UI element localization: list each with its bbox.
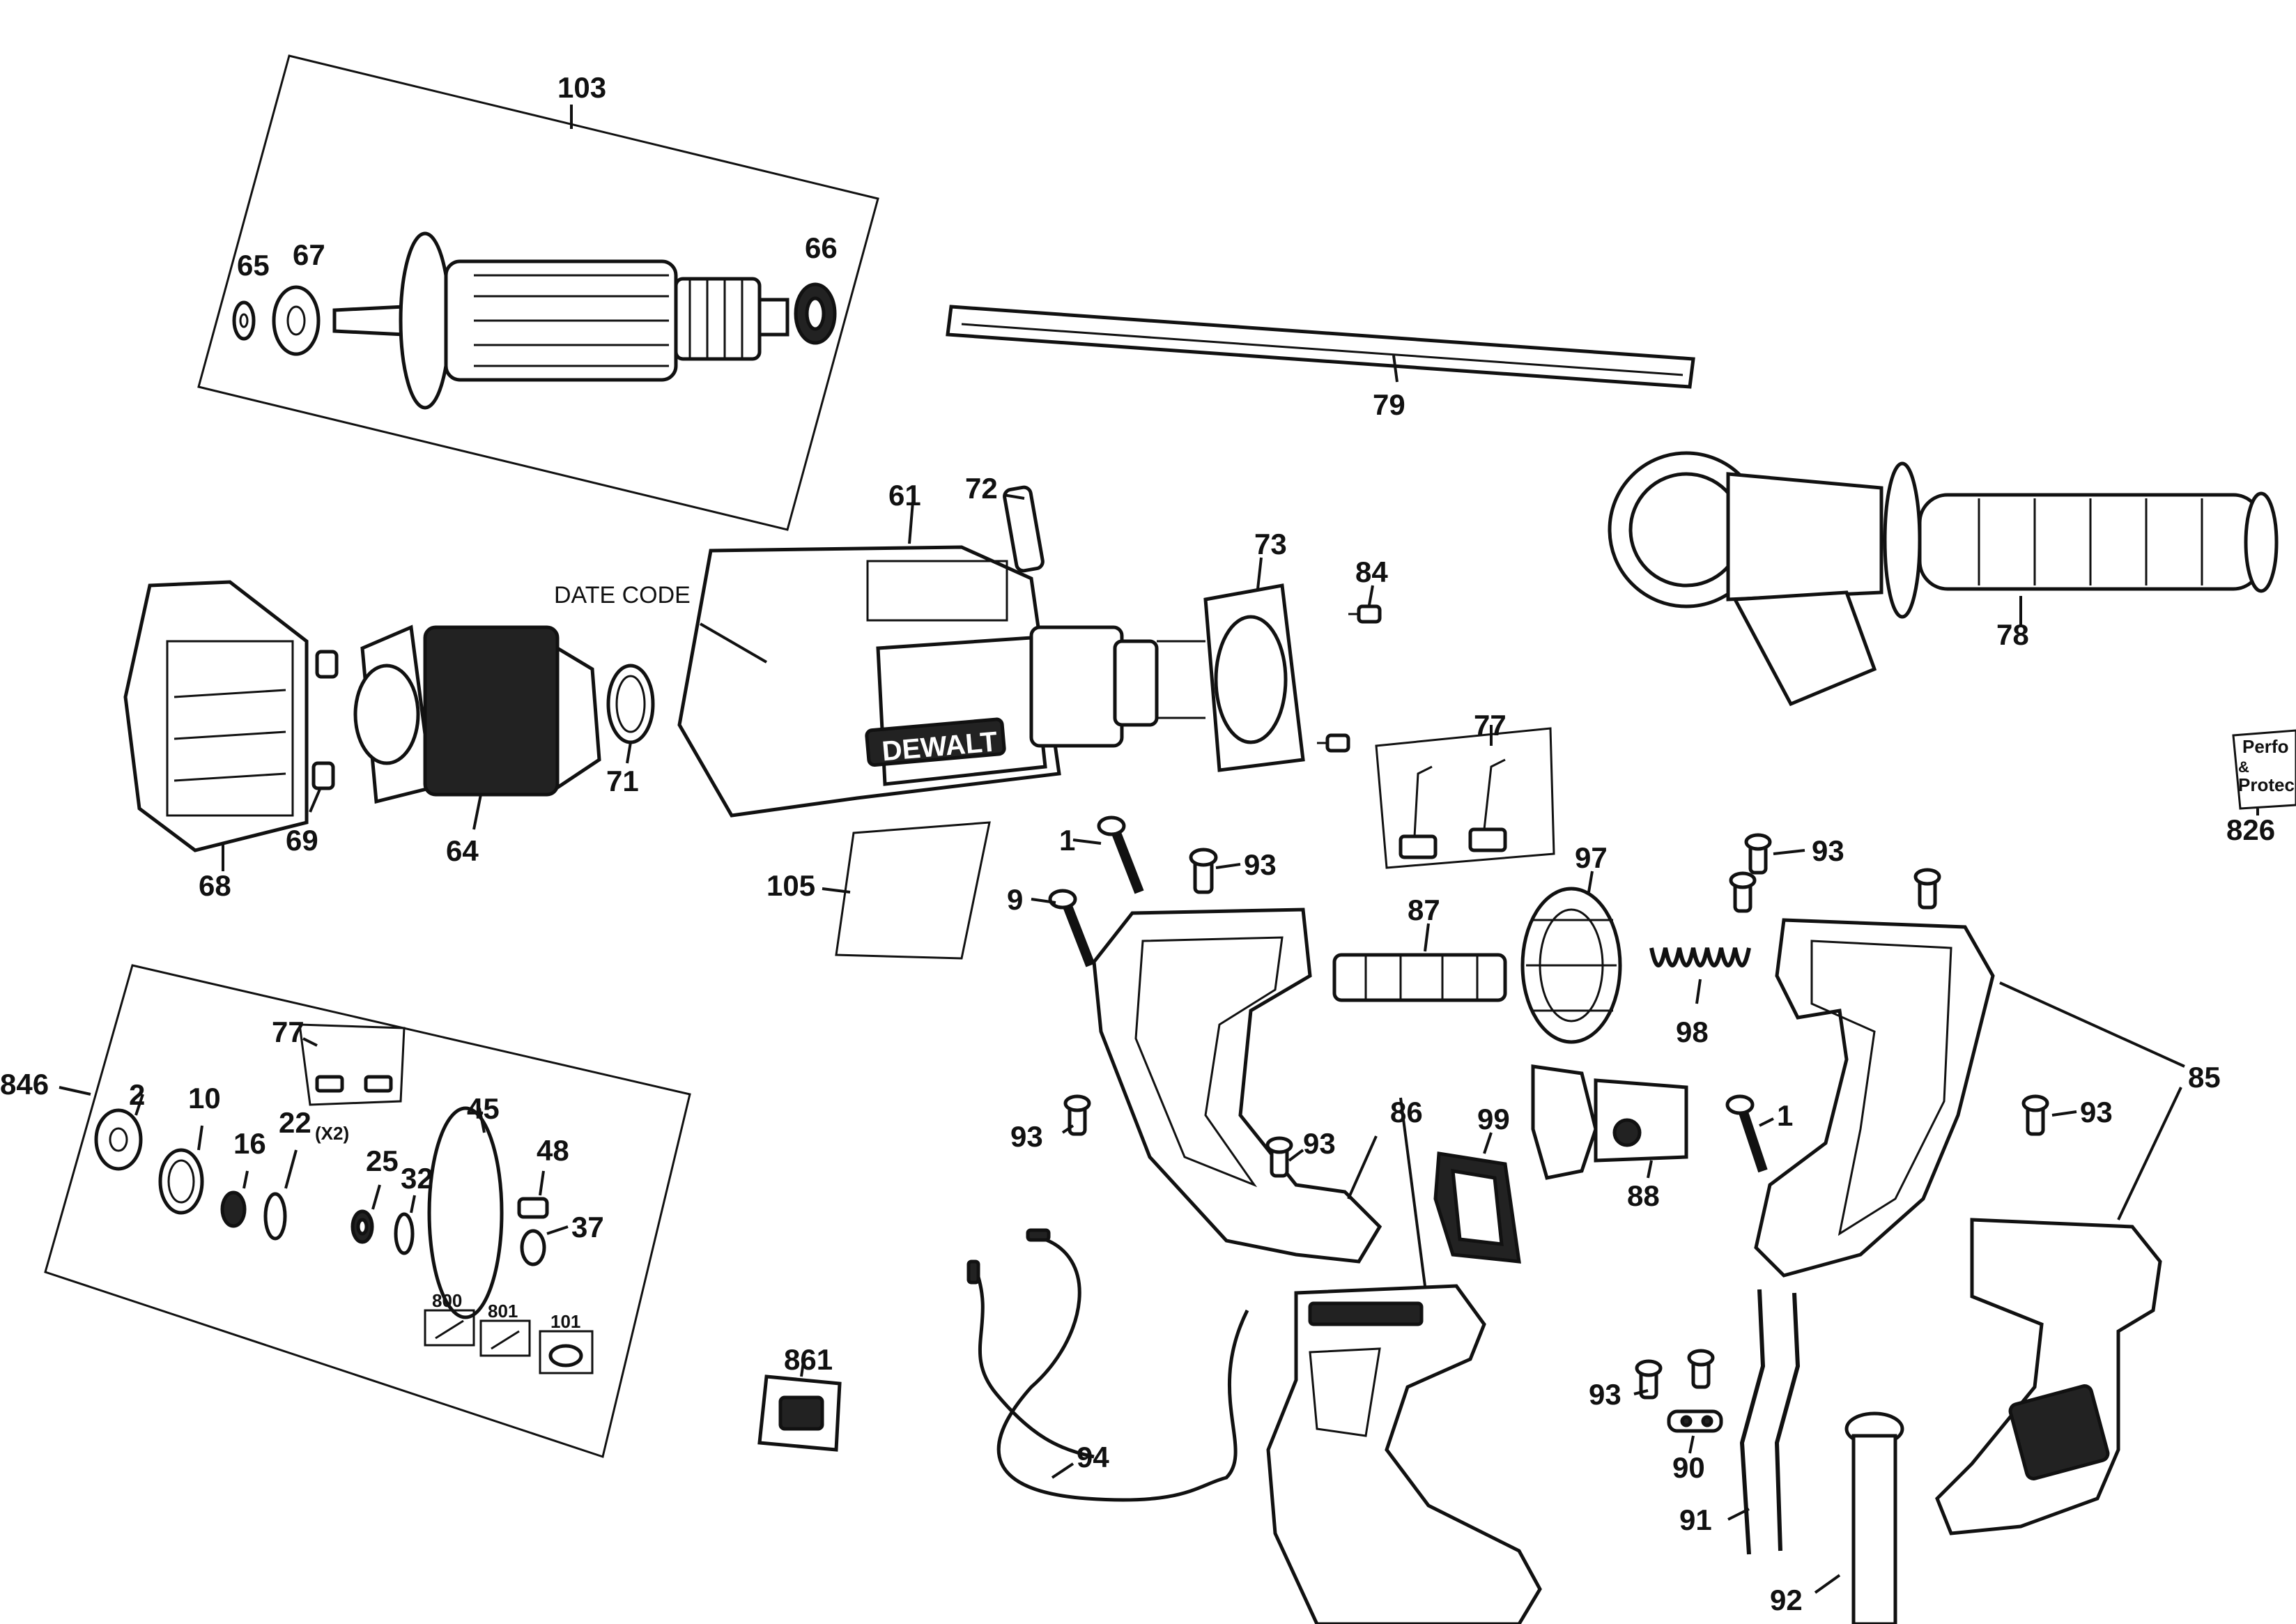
label-73: 73 <box>1254 528 1287 560</box>
sticker-line-1: Perfo <box>2242 736 2288 757</box>
wires-94 <box>966 1228 1249 1502</box>
label-800: 800 <box>432 1290 462 1311</box>
date-code-label: DATE CODE <box>554 582 691 608</box>
side-handle-78 <box>1608 451 2279 707</box>
label-97: 97 <box>1575 841 1608 874</box>
sticker-826 <box>2232 729 2296 815</box>
label-x2: (X2) <box>315 1123 349 1144</box>
label-61: 61 <box>888 479 921 512</box>
label-801: 801 <box>488 1301 518 1322</box>
label-22: 22 <box>279 1106 311 1139</box>
cord-91 <box>1727 1289 1801 1555</box>
label-65: 65 <box>237 249 270 282</box>
field-housing-68 <box>123 580 309 871</box>
label-84: 84 <box>1355 556 1388 588</box>
label-93-c: 93 <box>1010 1120 1043 1153</box>
label-10: 10 <box>188 1082 221 1114</box>
switch-87 <box>1332 923 1507 1002</box>
housing-half-86-left <box>1092 907 1382 1264</box>
label-92: 92 <box>1770 1584 1803 1616</box>
brush-part-72 <box>1003 485 1045 573</box>
label-826: 826 <box>2226 813 2275 846</box>
selector-97 <box>1520 871 1622 1044</box>
label-67: 67 <box>293 238 325 271</box>
field-64 <box>353 625 601 830</box>
spring-98 <box>1649 947 1751 1004</box>
label-1-right: 1 <box>1777 1099 1793 1132</box>
handle-half-right-lower <box>1935 1218 2162 1535</box>
housing-half-85-right <box>1754 918 2185 1278</box>
label-105: 105 <box>766 869 815 902</box>
label-846: 846 <box>0 1068 49 1101</box>
label-48: 48 <box>537 1134 569 1167</box>
label-2: 2 <box>129 1078 145 1111</box>
label-93-d: 93 <box>1303 1127 1336 1160</box>
label-68: 68 <box>199 869 231 902</box>
label-93-e: 93 <box>2080 1096 2113 1128</box>
label-77-top: 77 <box>1474 709 1507 742</box>
label-45: 45 <box>467 1092 500 1125</box>
service-kit-846 <box>44 964 691 1458</box>
magnets-69 <box>309 650 339 813</box>
label-1-top: 1 <box>1059 824 1075 857</box>
screws-middle-93 <box>1061 1094 1304 1178</box>
label-98: 98 <box>1676 1016 1709 1048</box>
housing-half-86-lower <box>1266 1097 1542 1624</box>
screws-right <box>1725 833 2077 1173</box>
label-16: 16 <box>233 1127 266 1160</box>
callout-labels: 103 65 67 66 79 61 72 73 84 78 DATE CODE… <box>0 71 2295 1616</box>
label-105 <box>822 821 991 960</box>
brush-plate-73 <box>1157 557 1305 772</box>
label-78: 78 <box>1996 618 2029 651</box>
label-77-kit: 77 <box>272 1016 305 1048</box>
ring-71 <box>606 664 655 764</box>
cord-protector-92 <box>1814 1411 1904 1624</box>
label-85: 85 <box>2188 1061 2221 1094</box>
trigger-switch-88 <box>1531 1064 1688 1180</box>
label-90: 90 <box>1672 1451 1705 1484</box>
label-71: 71 <box>606 765 639 797</box>
label-93-f: 93 <box>1589 1378 1621 1411</box>
sticker-line-2: & <box>2238 758 2249 776</box>
label-69: 69 <box>286 824 318 857</box>
label-93-a: 93 <box>1244 848 1277 881</box>
armature-group <box>197 54 879 531</box>
label-103: 103 <box>557 71 606 104</box>
label-64: 64 <box>446 834 479 867</box>
label-66: 66 <box>805 231 838 264</box>
label-88: 88 <box>1627 1179 1660 1212</box>
label-101: 101 <box>550 1311 580 1332</box>
label-99: 99 <box>1477 1103 1510 1135</box>
screws-84 <box>1317 585 1382 753</box>
part-861 <box>757 1351 842 1452</box>
label-93-b: 93 <box>1812 834 1844 867</box>
label-861: 861 <box>784 1343 833 1376</box>
brushes-77 <box>1375 725 1555 869</box>
label-9: 9 <box>1007 883 1023 916</box>
sticker-line-3: Protec <box>2238 774 2295 795</box>
label-79: 79 <box>1373 388 1405 421</box>
label-72: 72 <box>965 472 998 505</box>
label-37: 37 <box>571 1211 604 1243</box>
label-86: 86 <box>1390 1096 1423 1128</box>
label-94: 94 <box>1077 1441 1109 1473</box>
label-32: 32 <box>401 1162 433 1195</box>
screws-lower-93 <box>1633 1349 1723 1454</box>
label-25: 25 <box>366 1144 399 1177</box>
rack-79 <box>946 305 1695 389</box>
label-91: 91 <box>1679 1503 1712 1536</box>
label-87: 87 <box>1408 894 1440 926</box>
motor-housing-61: DEWALT <box>677 501 1159 818</box>
boot-99 <box>1433 1132 1521 1264</box>
screws-left <box>1031 815 1241 967</box>
